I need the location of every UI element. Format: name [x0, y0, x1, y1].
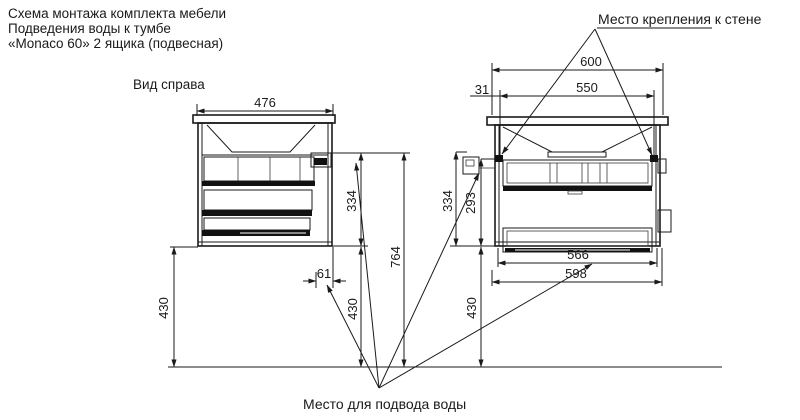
mount-point-left — [495, 155, 503, 162]
side-cabinet-body — [197, 122, 333, 247]
dim-764: 764 — [388, 246, 403, 268]
water-leader-4 — [378, 263, 593, 389]
dim-430-left: 430 — [156, 297, 171, 319]
dim-550: 550 — [576, 80, 598, 95]
right-slide-bracket — [657, 209, 672, 233]
dim-293: 293 — [463, 192, 478, 214]
drawer-handle-notch — [567, 190, 583, 195]
title-block: Схема монтажа комплекта мебели Подведени… — [8, 6, 226, 51]
side-drawer-1 — [203, 156, 315, 182]
title-line-3: «Monaco 60» 2 ящика (подвесная) — [8, 36, 223, 51]
wall-mount-leader-left — [501, 28, 596, 155]
side-wall-bracket — [310, 152, 332, 168]
dim-430-right: 430 — [464, 297, 479, 319]
water-supply-label: Место для подвода воды — [303, 396, 466, 412]
side-sink-basin — [206, 124, 316, 153]
front-countertop — [486, 116, 669, 126]
water-leader-2 — [354, 162, 380, 389]
dim-600: 600 — [580, 54, 602, 69]
front-sink-basin — [502, 126, 653, 153]
right-bracket-tab — [657, 158, 667, 174]
wall-mount-label: Место крепления к стене — [598, 11, 762, 27]
wall-mount-leader-right — [594, 28, 653, 156]
dim-334-right: 334 — [440, 190, 455, 212]
side-wall-bracket-pad — [314, 158, 327, 165]
dim-61: 61 — [317, 266, 331, 281]
dim-566: 566 — [567, 247, 589, 262]
title-line-2: Подведения воды к тумбе — [8, 21, 171, 36]
side-countertop — [192, 114, 336, 124]
water-supply-callout: Место для подвода воды — [303, 162, 593, 412]
front-drawer-1 — [502, 159, 653, 187]
dim-430-mid: 430 — [345, 298, 360, 320]
dim-31: 31 — [475, 82, 489, 97]
title-line-1: Схема монтажа комплекта мебели — [8, 6, 226, 21]
side-drawer-2 — [203, 189, 313, 211]
side-view-drawing: 476 334 430 764 43 — [156, 95, 410, 368]
dim-476: 476 — [254, 95, 276, 110]
dim-334-left: 334 — [344, 190, 359, 212]
front-view-drawing: 600 550 31 — [440, 54, 672, 368]
mount-point-right — [650, 155, 658, 162]
wall-mount-callout: Место крепления к стене — [501, 11, 762, 156]
water-leader-1 — [326, 284, 380, 389]
water-leader-3 — [378, 172, 480, 389]
front-wall-bracket — [462, 156, 480, 175]
side-view-label: Вид справа — [133, 77, 205, 92]
front-sink-drain — [547, 151, 607, 158]
